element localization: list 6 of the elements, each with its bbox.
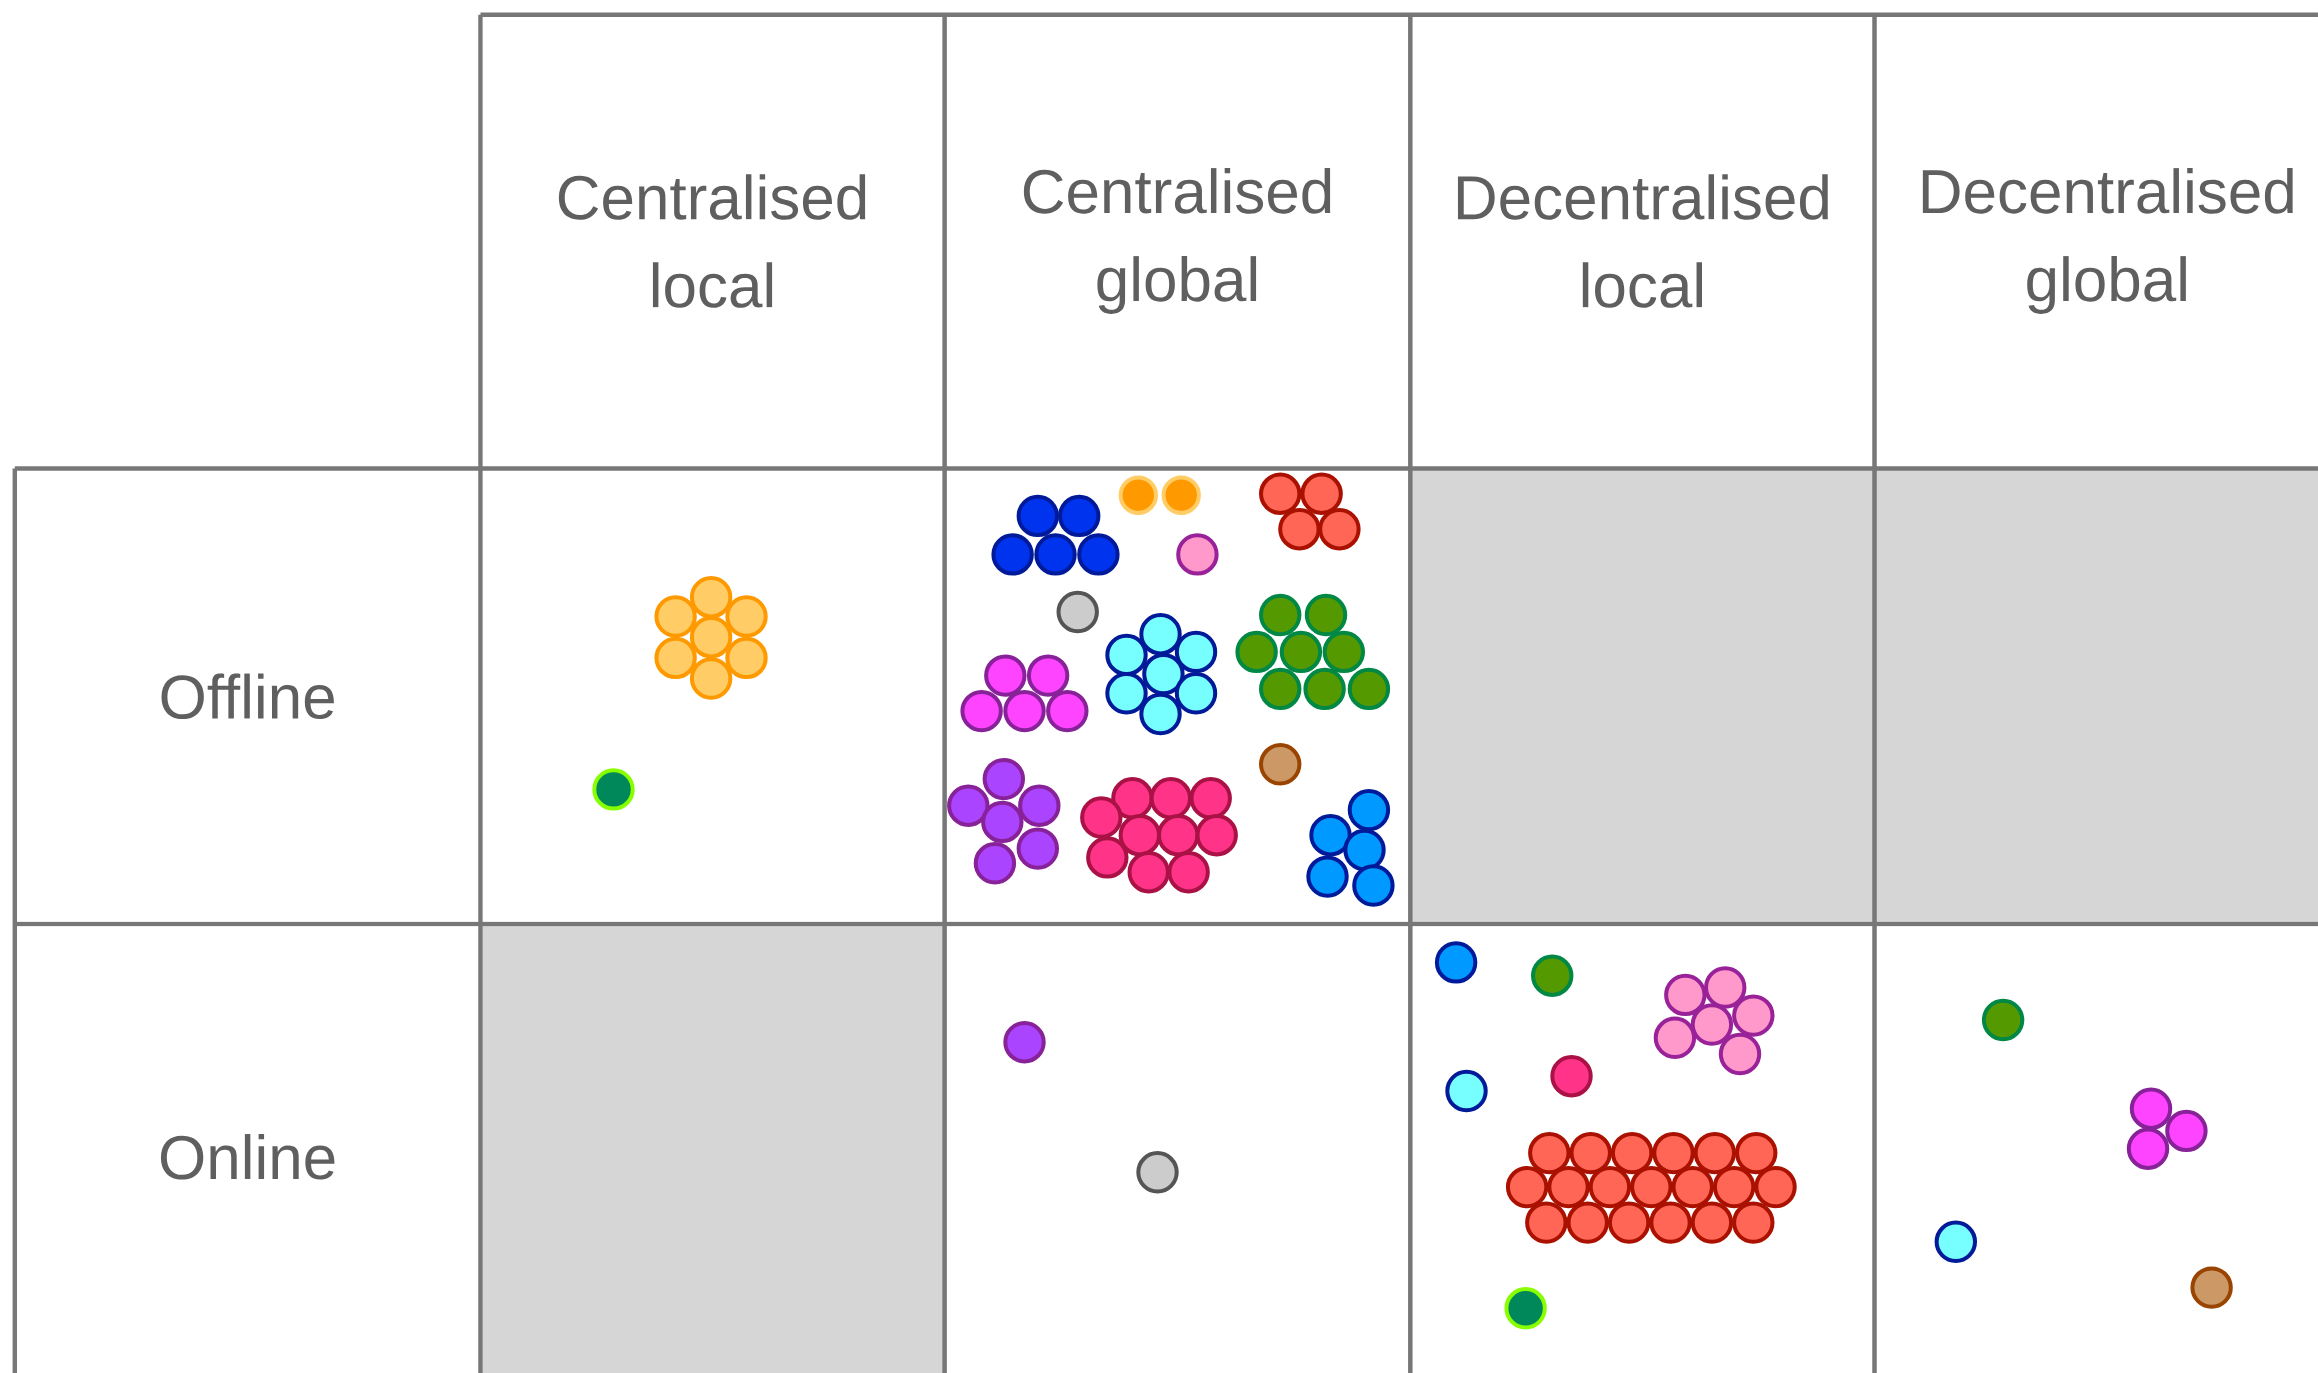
row-header: Offline bbox=[161, 673, 334, 720]
column-header: Decentralised global bbox=[1922, 168, 2293, 314]
column-header: Centralised global bbox=[1023, 168, 1331, 314]
column-header: Decentralised local bbox=[1457, 174, 1828, 308]
column-header: Centralised local bbox=[558, 174, 866, 308]
row-header: Online bbox=[160, 1134, 335, 1180]
